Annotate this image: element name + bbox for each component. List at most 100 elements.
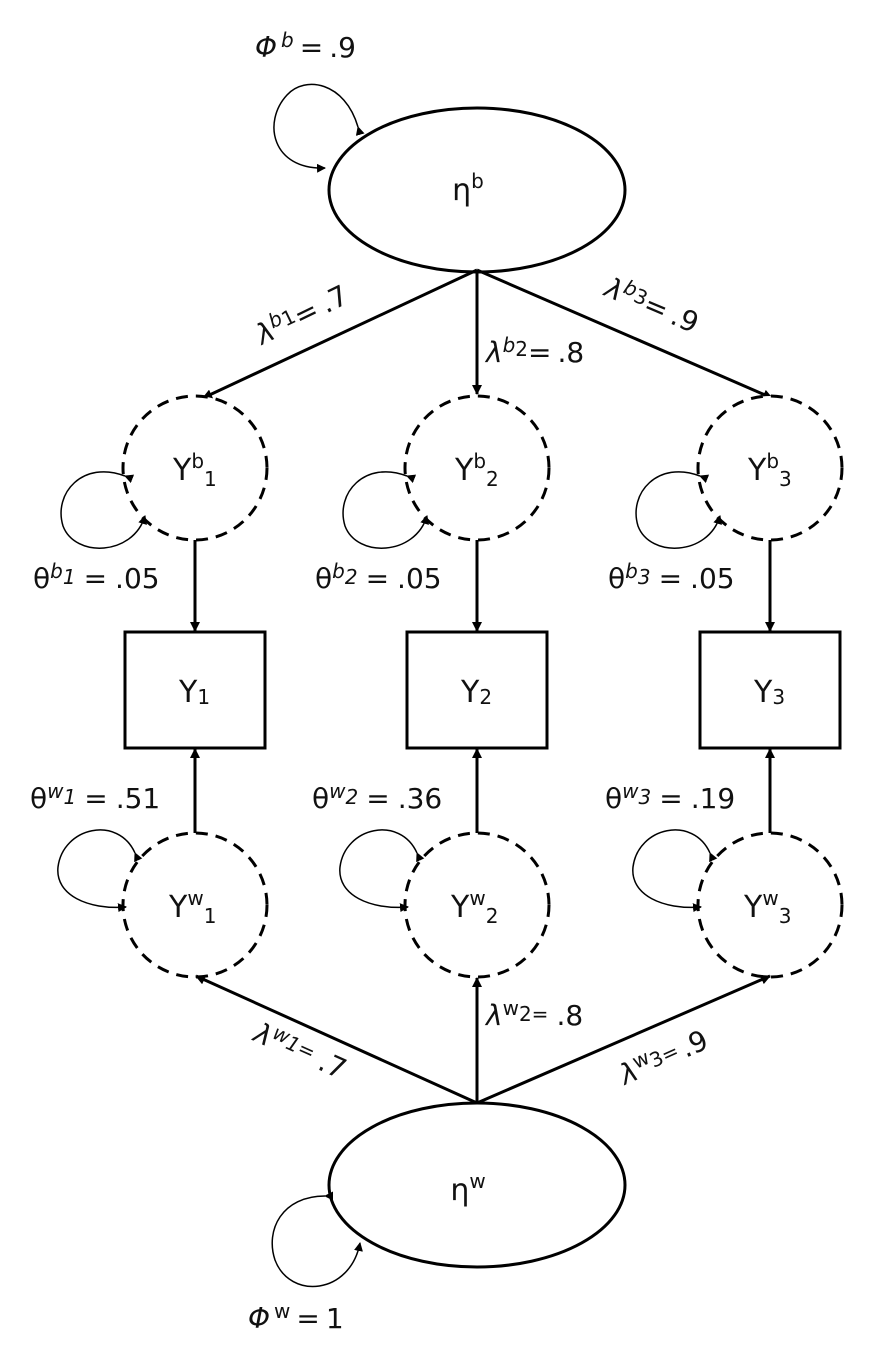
theta-b1-superscript: b (50, 559, 63, 583)
loading-label-b2: λb2=.8 (484, 333, 584, 369)
between-circle-2 (403, 394, 551, 542)
within-loadings: λw1=.7 λw2=.8 λw3=.9 (195, 974, 771, 1105)
latent-factor-eta-w: ηw (327, 1101, 627, 1269)
theta-b2-subscript: 2 (345, 565, 358, 589)
theta-b1-symbol: θ (33, 562, 50, 595)
phi-b-value: .9 (329, 31, 356, 64)
residual-arc-b2 (342, 471, 429, 549)
residual-label-w3: θw3=.19 (605, 779, 735, 815)
lambda-b2-symbol: λ (484, 336, 503, 369)
lambda-w2-value: .8 (556, 999, 583, 1032)
theta-w3-superscript: w (622, 779, 639, 803)
phi-b-equals: = (300, 31, 323, 64)
within-superscript-1: w (187, 886, 203, 910)
observed-box-1 (123, 630, 267, 750)
theta-w2-subscript: 2 (346, 785, 359, 809)
lambda-w2-subscript: 2 (519, 1002, 532, 1026)
between-superscript-3: b (766, 449, 779, 473)
observed-label-1: Y1 (178, 675, 210, 710)
residual-label-w2: θw2=.36 (312, 779, 442, 815)
phi-w-equals: = (296, 1302, 319, 1335)
lambda-w2-equals: = (532, 1002, 549, 1026)
loading-arrow-b1 (202, 268, 478, 400)
phi-b-symbol: Φ (255, 31, 277, 64)
eta-w-ellipse (327, 1101, 627, 1269)
between-subscript-3: 3 (779, 467, 792, 491)
observed-subscript-1: 1 (197, 685, 210, 709)
theta-w3-symbol: θ (605, 782, 622, 815)
between-symbol-2: Y (454, 453, 474, 488)
within-component-3: Yw3 θw 3 = .19 (605, 779, 844, 979)
theta-w3-equals: = (659, 782, 682, 815)
loading-label-b1: λb1=.7 (247, 276, 353, 352)
eta-b-label: ηb (452, 169, 484, 208)
lambda-b2-superscript: b (503, 333, 516, 357)
within-label-2: Yw2 (450, 886, 498, 928)
residual-label-b1: θb1=.05 (33, 559, 160, 595)
residual-arc-b1 (60, 471, 147, 549)
theta-b3-equals: = (659, 562, 682, 595)
within-subscript-3: 3 (779, 904, 792, 928)
theta-b3-subscript: 3 (638, 565, 651, 589)
residual-label-b2: θb2=.05 (315, 559, 442, 595)
between-superscript-1: b (191, 449, 204, 473)
theta-w1-value: .51 (116, 782, 161, 815)
theta-w3-value: .19 (691, 782, 736, 815)
loading-arrow-w3 (476, 974, 771, 1105)
theta-b1-value: .05 (115, 562, 160, 595)
within-label-1: Yw1 (168, 886, 216, 928)
theta-w1-equals: = (84, 782, 107, 815)
theta-b3-superscript: b (625, 559, 638, 583)
theta-b2-symbol: θ (315, 562, 332, 595)
observed-box-3 (698, 630, 842, 750)
between-label-3: Yb3 (747, 449, 792, 491)
loading-arrow-b3 (476, 268, 773, 400)
eta-w-superscript: w (469, 1169, 485, 1193)
variance-arc-eta-b (273, 83, 365, 173)
observed-label-3: Y3 (753, 675, 785, 710)
theta-w2-symbol: θ (312, 782, 329, 815)
residual-label-b3: θb3=.05 (608, 559, 735, 595)
phi-b-superscript: b (281, 28, 294, 52)
between-loadings: λb1=.7 λb2=.8 λb3=.9 (202, 268, 773, 400)
observed-label-2: Y2 (460, 675, 492, 710)
phi-w-value: 1 (326, 1302, 344, 1335)
observed-symbol-3: Y (753, 675, 773, 710)
theta-b2-value: .05 (397, 562, 442, 595)
between-superscript-2: b (473, 449, 486, 473)
within-label-3: Yw3 (743, 886, 791, 928)
between-component-1: Yb1 θb1=.05 (33, 394, 269, 595)
theta-w1-superscript: w (47, 779, 64, 803)
lambda-w2-symbol: λ (484, 999, 503, 1032)
phi-w-symbol: Φ (248, 1302, 270, 1335)
theta-w2-superscript: w (329, 779, 346, 803)
observed-symbol-2: Y (460, 675, 480, 710)
theta-b2-superscript: b (332, 559, 345, 583)
variance-arc-eta-w (271, 1191, 363, 1288)
theta-b1-equals: = (84, 562, 107, 595)
theta-w2-value: .36 (398, 782, 443, 815)
within-component-2: Yw2 θw2=.36 (312, 779, 551, 979)
residual-arc-b3 (635, 471, 722, 549)
observed-variable-2: Y2 (405, 540, 549, 833)
residual-arc-w1 (57, 829, 143, 913)
lambda-w1-value: .7 (314, 1045, 352, 1086)
between-label-2: Yb2 (454, 449, 499, 491)
between-label-1: Yb1 (172, 449, 217, 491)
observed-variable-1: Y1 (123, 540, 267, 833)
within-subscript-1: 1 (204, 904, 217, 928)
within-superscript-2: w (469, 886, 485, 910)
lambda-b2-equals: = (528, 336, 551, 369)
loading-label-w2: λw2=.8 (484, 996, 583, 1032)
between-circle-3 (696, 394, 844, 542)
observed-subscript-2: 2 (479, 685, 492, 709)
observed-subscript-3: 3 (772, 685, 785, 709)
